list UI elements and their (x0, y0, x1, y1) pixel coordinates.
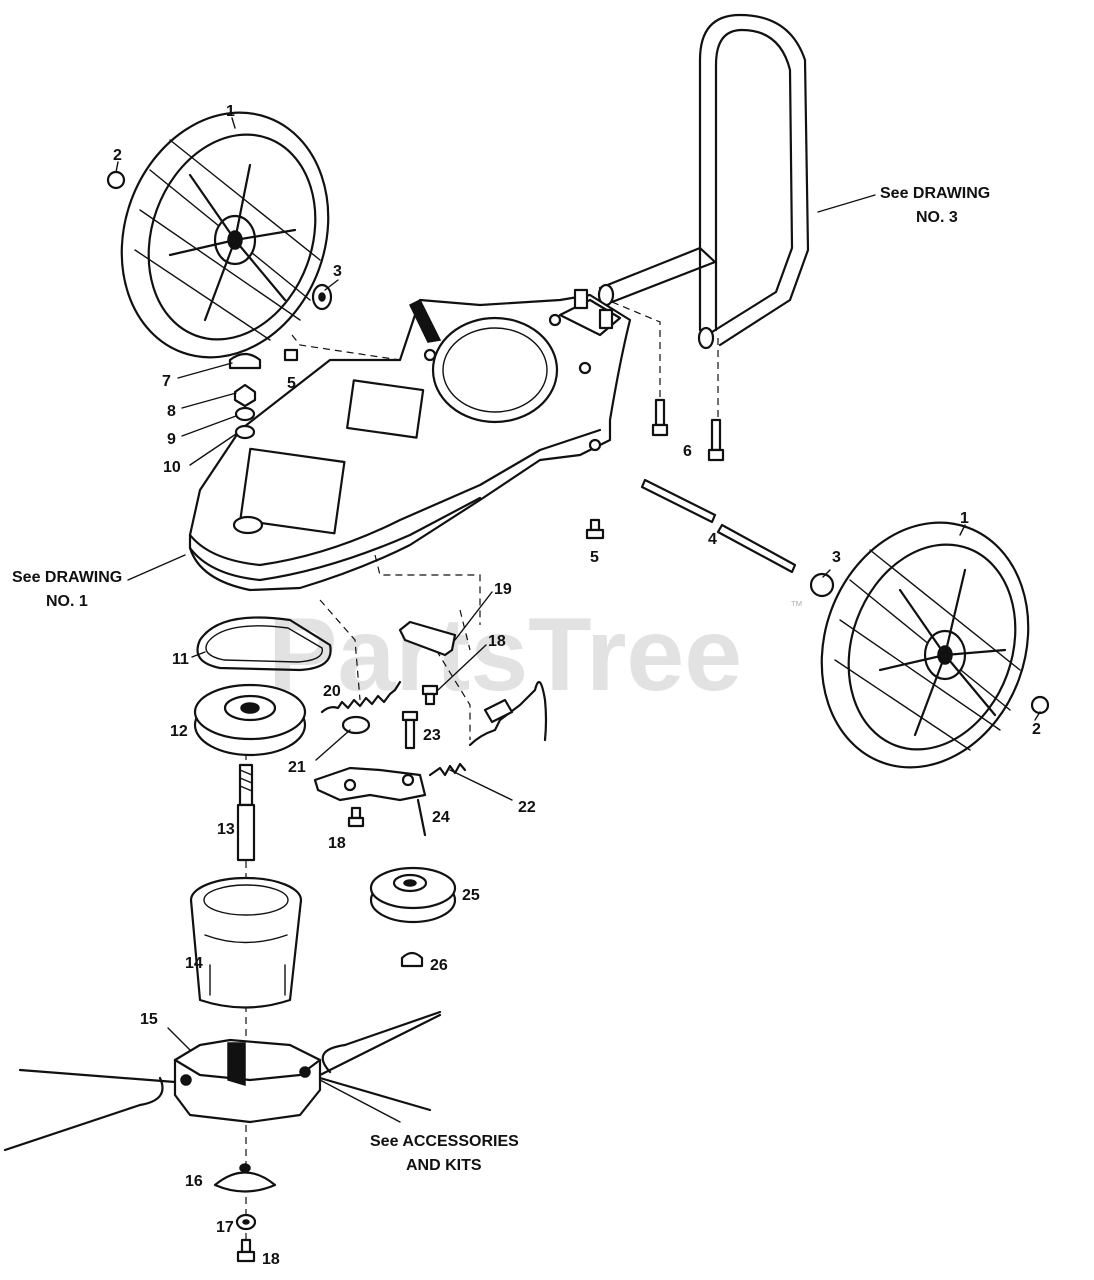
callout-5b: 5 (590, 549, 599, 566)
bracket (398, 620, 457, 657)
trimmer-head (3, 1010, 442, 1152)
left-wheel-hardware (106, 170, 333, 440)
watermark-trademark: ™ (790, 598, 803, 613)
note-accessories-line2: AND KITS (406, 1157, 482, 1174)
bottom-bolt (236, 1238, 256, 1263)
note-drawing1-line2: NO. 1 (46, 593, 88, 610)
spool-housing (189, 876, 303, 1009)
watermark-text: PartsTree (268, 597, 742, 713)
callout-10: 10 (163, 459, 181, 476)
drive-pulley (193, 683, 307, 757)
callout-5: 5 (287, 375, 296, 392)
callout-8: 8 (167, 403, 176, 420)
note-drawing3-line1: See DRAWING (880, 185, 990, 202)
left-wheel (120, 111, 330, 359)
callout-1b: 1 (960, 510, 969, 527)
callout-20: 20 (323, 683, 341, 700)
washer-nut (235, 1213, 257, 1231)
callout-7: 7 (162, 373, 171, 390)
callout-15: 15 (140, 1011, 158, 1028)
bolt-18-upper (421, 684, 439, 706)
right-wheel (820, 521, 1030, 769)
callout-4: 4 (708, 531, 717, 548)
callout-17: 17 (216, 1219, 234, 1236)
leader-lines (245, 301, 719, 1245)
belt (196, 616, 332, 672)
callout-19: 19 (494, 581, 512, 598)
callout-21: 21 (288, 759, 306, 776)
callout-14: 14 (185, 955, 203, 972)
idler-pulley (369, 866, 457, 924)
callout-6: 6 (683, 443, 692, 460)
retaining-cap (213, 1163, 277, 1193)
callout-3b: 3 (832, 549, 841, 566)
callout-18a: 18 (488, 633, 506, 650)
callout-3: 3 (333, 263, 342, 280)
note-drawing3-line2: NO. 3 (916, 209, 958, 226)
deck-housing (188, 288, 632, 592)
callout-16: 16 (185, 1173, 203, 1190)
callout-13: 13 (217, 821, 235, 838)
washer-21 (341, 715, 371, 735)
axle-hardware (585, 398, 1050, 715)
callout-numbers: 1 2 3 5 7 8 9 10 6 5 4 3 1 2 19 18 11 20… (113, 103, 1041, 1268)
callout-18b: 18 (328, 835, 346, 852)
callout-1: 1 (226, 103, 235, 120)
spring-22 (428, 762, 467, 777)
callout-9: 9 (167, 431, 176, 448)
callout-18c: 18 (262, 1251, 280, 1268)
note-drawing1-line1: See DRAWING (12, 569, 122, 586)
callout-2b: 2 (1032, 721, 1041, 738)
spindle-shaft (236, 763, 256, 862)
callout-12: 12 (170, 723, 188, 740)
note-accessories-line1: See ACCESSORIES (370, 1133, 519, 1150)
idler-arm (313, 766, 427, 837)
nut-26 (400, 951, 424, 968)
callout-2: 2 (113, 147, 122, 164)
spring-20 (320, 680, 402, 714)
control-cable (468, 680, 548, 747)
callout-leaders (115, 117, 1041, 1123)
callout-25: 25 (462, 887, 480, 904)
callout-24: 24 (432, 809, 450, 826)
bolt-18-mid (347, 806, 365, 828)
handle-assembly (597, 13, 810, 350)
callout-26: 26 (430, 957, 448, 974)
bolt-23 (401, 710, 419, 750)
callout-23: 23 (423, 727, 441, 744)
callout-22: 22 (518, 799, 536, 816)
reference-notes: See DRAWING NO. 3 See DRAWING NO. 1 See … (12, 185, 990, 1174)
callout-11: 11 (172, 651, 189, 668)
